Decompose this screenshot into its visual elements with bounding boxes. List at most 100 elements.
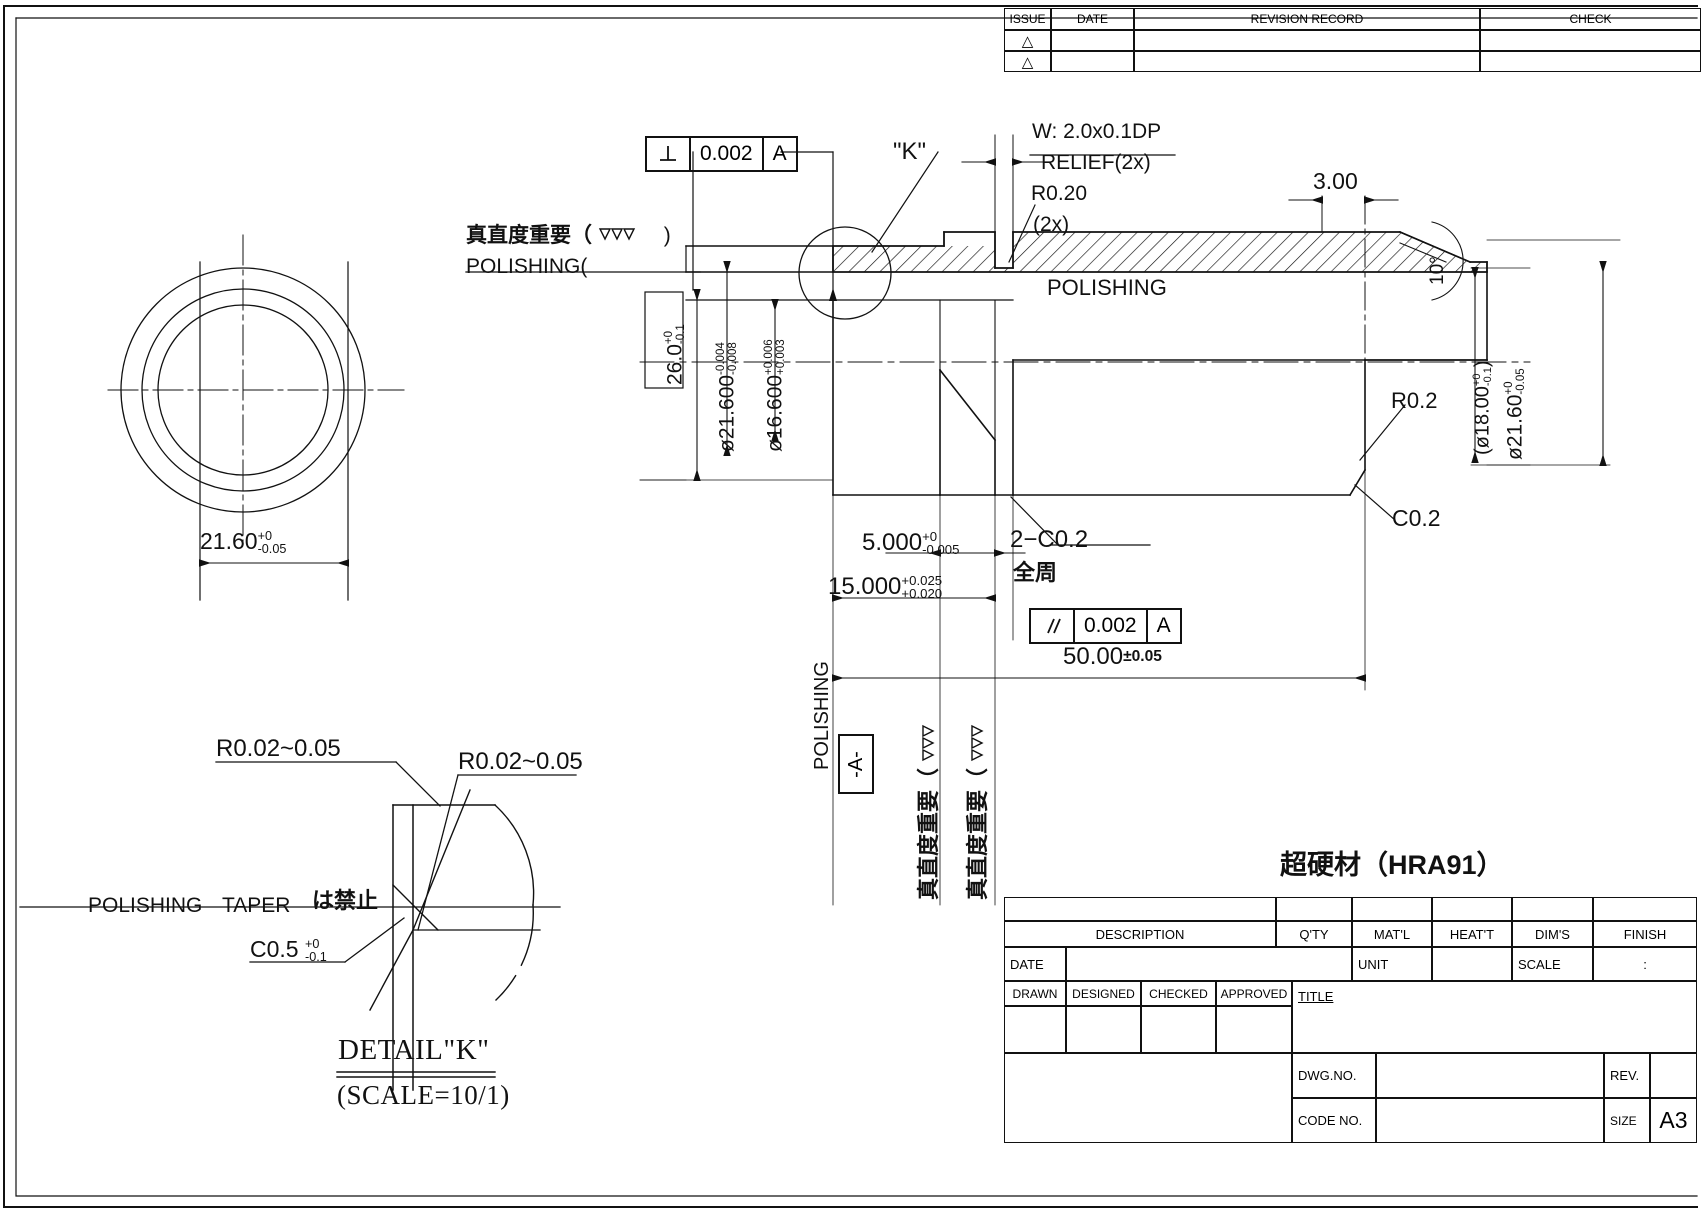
rev-row-2-record[interactable]: [1134, 51, 1480, 72]
parallelism-symbol-icon: [1031, 610, 1075, 642]
dim-dia-21-60: ø21.60+0-0.05: [1502, 368, 1527, 460]
chamfer-all-around-note: 全周: [1013, 560, 1058, 585]
rev-header-date: DATE: [1051, 8, 1134, 30]
detail-k-radius-left: R0.02~0.05: [216, 735, 341, 762]
tb-label-title: TITLE: [1292, 981, 1697, 1053]
dim-dia-16600: ø16.600+0.006+0.003: [762, 339, 787, 452]
parallelism-tolerance: 0.002: [1075, 610, 1148, 642]
tb-label-size: SIZE: [1604, 1098, 1650, 1143]
warning-triangle-icon: △: [1021, 53, 1034, 71]
rev-row-1-record[interactable]: [1134, 30, 1480, 51]
rev-header-record: REVISION RECORD: [1134, 8, 1480, 30]
relief-radius-qty: (2x): [1033, 213, 1070, 236]
tb-label-rev: REV.: [1604, 1053, 1650, 1098]
detail-k-callout: "K": [893, 138, 927, 165]
tb-label-drawn: DRAWN: [1004, 981, 1066, 1006]
tb-header-description: DESCRIPTION: [1004, 921, 1276, 947]
dim-26-0: 26.0+0-0.1: [662, 324, 687, 385]
tb-value-rev[interactable]: [1650, 1053, 1697, 1098]
rev-row-1-date[interactable]: [1051, 30, 1134, 51]
rev-header-issue: ISSUE: [1004, 8, 1051, 30]
dim-5-000: 5.000+0-0.005: [862, 528, 960, 558]
front-view-dim-value: 21.60: [200, 528, 258, 554]
datum-feature-label: -A-: [844, 750, 867, 778]
tb-header-dims: DIM'S: [1512, 921, 1593, 947]
tb-value-scale[interactable]: :: [1593, 947, 1697, 981]
surface-finish-triangles-icon: [598, 227, 658, 249]
tb-blank-heat-top[interactable]: [1432, 897, 1512, 921]
relief-note: RELIEF(2x): [1041, 151, 1151, 174]
perpendicularity-tolerance: 0.002: [691, 138, 764, 170]
chamfer-2-note: 2−C0.2: [1010, 526, 1089, 553]
tb-value-size: A3: [1650, 1098, 1697, 1143]
straightness-note-top: 真直度重要（ ): [466, 224, 671, 249]
perpendicularity-symbol-icon: [647, 138, 691, 170]
gdt-perpendicularity-frame: 0.002 A: [645, 136, 798, 172]
tb-value-date[interactable]: [1066, 947, 1352, 981]
detail-k-polishing: POLISHING: [88, 894, 203, 917]
detail-k-taper: TAPER: [222, 894, 291, 917]
tb-blank-dims-top[interactable]: [1512, 897, 1593, 921]
detail-k-prohibited: は禁止: [312, 888, 379, 913]
tb-label-scale: SCALE: [1512, 947, 1593, 981]
dim-15-000: 15.000+0.025+0.020: [828, 572, 943, 602]
tb-header-matl: MAT'L: [1352, 921, 1432, 947]
tb-value-unit[interactable]: [1432, 947, 1512, 981]
relief-radius-note: R0.20: [1031, 182, 1088, 205]
straightness-note-v1: 真直度重要（: [916, 716, 943, 900]
rev-header-check: CHECK: [1480, 8, 1701, 30]
tb-value-dwg-no[interactable]: [1376, 1053, 1604, 1098]
material-note: 超硬材（HRA91）: [1280, 850, 1504, 880]
rev-row-2-check[interactable]: [1480, 51, 1701, 72]
rev-row-1-issue[interactable]: △: [1004, 30, 1051, 51]
warning-triangle-icon: △: [1021, 32, 1034, 50]
tb-header-finish: FINISH: [1593, 921, 1697, 947]
tb-blank-finish-top[interactable]: [1593, 897, 1697, 921]
groove-note: W: 2.0x0.1DP: [1032, 120, 1162, 143]
tb-value-drawn[interactable]: [1004, 1006, 1066, 1053]
detail-k-radius-right: R0.02~0.05: [458, 748, 583, 775]
dim-angle-10: 10°: [1427, 256, 1448, 285]
tb-blank-qty-top[interactable]: [1276, 897, 1352, 921]
tb-header-qty: Q'TY: [1276, 921, 1352, 947]
dim-50-00: 50.00±0.05: [1063, 643, 1162, 670]
polishing-note-top: POLISHING(: [466, 255, 588, 278]
dim-3-00: 3.00: [1313, 168, 1358, 194]
dim-dia-21600: ø21.600-0.004-0.008: [714, 342, 739, 452]
tb-label-unit: UNIT: [1352, 947, 1432, 981]
front-view-tol-upper: +0: [257, 528, 272, 543]
rev-row-2-issue[interactable]: △: [1004, 51, 1051, 72]
radius-note-right: R0.2: [1391, 388, 1438, 413]
tb-blank-desc-top[interactable]: [1004, 897, 1276, 921]
tb-value-code-no[interactable]: [1376, 1098, 1604, 1143]
surface-finish-triangles-icon: [970, 716, 992, 762]
tb-blank-matl-top[interactable]: [1352, 897, 1432, 921]
tb-label-approved: APPROVED: [1216, 981, 1292, 1006]
front-view-tol-lower: -0.05: [257, 541, 287, 556]
gdt-parallelism-frame: 0.002 A: [1029, 608, 1182, 644]
detail-k-scale: (SCALE=10/1): [337, 1080, 510, 1110]
tb-label-dwg-no: DWG.NO.: [1292, 1053, 1376, 1098]
chamfer-note-right: C0.2: [1392, 505, 1441, 531]
datum-feature-frame: -A-: [838, 734, 874, 794]
straightness-note-v2: 真直度重要（: [965, 716, 992, 900]
tb-header-heat: HEAT'T: [1432, 921, 1512, 947]
front-view-diameter-dim: 21.60+0-0.05: [200, 528, 287, 556]
tb-value-designed[interactable]: [1066, 1006, 1141, 1053]
surface-finish-triangles-icon: [921, 716, 943, 762]
tb-label-date: DATE: [1004, 947, 1066, 981]
tb-value-approved[interactable]: [1216, 1006, 1292, 1053]
perpendicularity-datum: A: [772, 142, 787, 165]
tb-blank-bottom-left[interactable]: [1004, 1053, 1292, 1143]
tb-value-checked[interactable]: [1141, 1006, 1216, 1053]
tb-label-code-no: CODE NO.: [1292, 1098, 1376, 1143]
dim-dia-18: (ø18.00+0-0.1): [1470, 360, 1494, 455]
rev-row-2-date[interactable]: [1051, 51, 1134, 72]
tb-label-checked: CHECKED: [1141, 981, 1216, 1006]
detail-k-chamfer: C0.5 +0-0.1: [250, 936, 327, 964]
polishing-note-vertical: POLISHING: [811, 661, 833, 770]
detail-k-title: DETAIL"K": [338, 1034, 490, 1066]
rev-row-1-check[interactable]: [1480, 30, 1701, 51]
polishing-note-center: POLISHING: [1047, 275, 1167, 300]
